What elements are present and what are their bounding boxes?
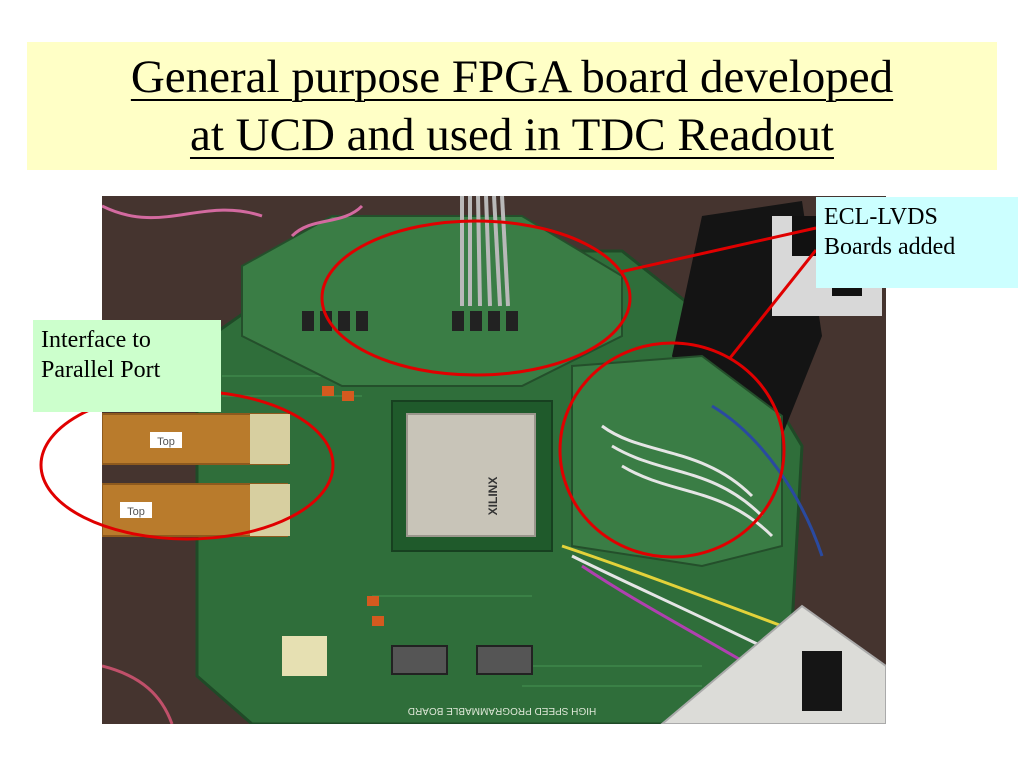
title-line-2: at UCD and used in TDC Readout xyxy=(189,109,834,161)
top-daughter-board xyxy=(241,215,623,387)
board-label: HIGH SPEED PROGRAMMABLE BOARD xyxy=(408,705,596,716)
fpga-board-photo: XILINX Top Top HIGH SPEED PROGRAMMABLE B… xyxy=(102,196,886,724)
ribbon-tag-1: Top xyxy=(157,436,175,448)
callout-ecl-lvds: ECL-LVDS Boards added xyxy=(816,197,1018,288)
slide-title: General purpose FPGA board developed at … xyxy=(27,42,997,170)
ribbon-tag-2: Top xyxy=(127,506,145,518)
callout-ecl-line-2: Boards added xyxy=(824,234,956,260)
callout-pp-line-2: Parallel Port xyxy=(41,357,161,383)
fpga-chip xyxy=(406,413,536,537)
callout-parallel-port: Interface to Parallel Port xyxy=(33,320,221,412)
chip-brand-label: XILINX xyxy=(486,477,500,516)
lower-connector-2 xyxy=(476,645,533,675)
lower-connector-1 xyxy=(391,645,448,675)
title-line-1: General purpose FPGA board developed xyxy=(130,51,894,103)
callout-pp-line-1: Interface to xyxy=(41,327,151,353)
callout-ecl-line-1: ECL-LVDS xyxy=(824,204,938,230)
